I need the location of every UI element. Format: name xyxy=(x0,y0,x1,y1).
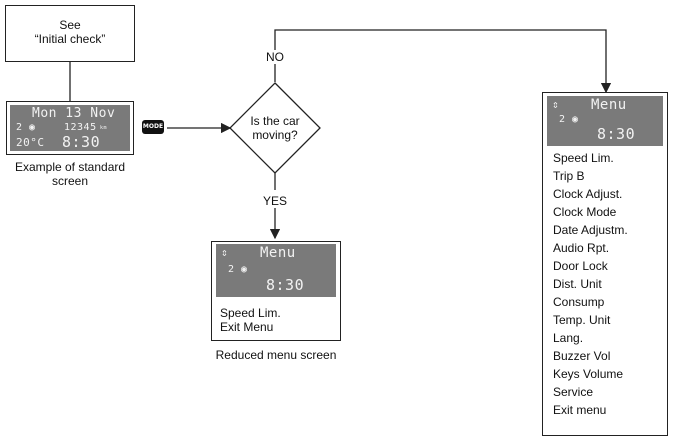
full-menu-icon: ⇕ xyxy=(552,98,560,111)
full-menu-display: ⇕ Menu 2 ◉ 8:30 xyxy=(547,96,663,146)
full-menu-time: 8:30 xyxy=(597,125,636,143)
full-menu-item[interactable]: Date Adjustm. xyxy=(553,223,628,237)
full-menu-item[interactable]: Speed Lim. xyxy=(553,151,614,165)
standard-date: Mon 13 Nov xyxy=(32,106,116,121)
full-menu-item[interactable]: Temp. Unit xyxy=(553,313,611,327)
standard-indicator: 2 ◉ xyxy=(16,122,36,133)
full-menu-item[interactable]: Door Lock xyxy=(553,259,608,273)
full-menu-item[interactable]: Consump xyxy=(553,295,605,309)
decision-question-line1: Is the car xyxy=(250,114,300,128)
reduced-menu-items: Speed Lim. Exit Menu xyxy=(220,306,281,334)
decision-yes-label: YES xyxy=(255,194,295,208)
reduced-menu-frame: ⇕ Menu 2 ◉ 8:30 Speed Lim. Exit Menu xyxy=(211,241,341,341)
full-menu-items: Speed Lim. Trip B Clock Adjust. Clock Mo… xyxy=(553,149,628,419)
reduced-menu-time: 8:30 xyxy=(266,276,305,294)
mode-button[interactable]: MODE xyxy=(142,120,164,134)
full-menu-indicator: 2 ◉ xyxy=(559,114,579,125)
full-menu-item[interactable]: Lang. xyxy=(553,331,584,345)
reduced-menu-caption: Reduced menu screen xyxy=(215,348,337,362)
decision-no-label: NO xyxy=(255,50,295,64)
reduced-menu-indicator: 2 ◉ xyxy=(228,264,248,275)
connector-no-branch xyxy=(274,29,612,94)
full-menu-item[interactable]: Keys Volume xyxy=(553,367,624,381)
standard-caption-line1: Example of standard xyxy=(14,160,126,174)
reduced-menu-title: Menu xyxy=(260,245,296,261)
reduced-menu-display: ⇕ Menu 2 ◉ 8:30 xyxy=(216,244,336,297)
full-menu-item[interactable]: Buzzer Vol xyxy=(553,349,611,363)
full-menu-item[interactable]: Clock Mode xyxy=(553,205,617,219)
standard-time: 8:30 xyxy=(62,133,101,151)
reduced-menu-item[interactable]: Speed Lim. xyxy=(220,306,281,320)
standard-temp: 20°C xyxy=(16,136,45,149)
initial-check-line2: “Initial check” xyxy=(34,32,106,46)
standard-screen-frame: Mon 13 Nov 2 ◉ 12345 km 20°C 8:30 xyxy=(6,101,134,155)
full-menu-item[interactable]: Service xyxy=(553,385,594,399)
full-menu-title: Menu xyxy=(591,97,627,113)
full-menu-frame: ⇕ Menu 2 ◉ 8:30 xyxy=(542,92,668,436)
initial-check-box: See “Initial check” xyxy=(5,5,135,62)
full-menu-item[interactable]: Audio Rpt. xyxy=(553,241,610,255)
reduced-menu-icon: ⇕ xyxy=(221,246,229,259)
full-menu-item[interactable]: Trip B xyxy=(553,169,585,183)
initial-check-line1: See xyxy=(59,18,81,32)
standard-caption-line2: screen xyxy=(51,174,89,188)
decision-diamond xyxy=(229,82,321,174)
decision-question-line2: moving? xyxy=(252,128,298,142)
full-menu-item[interactable]: Exit menu xyxy=(553,403,607,417)
full-menu-item[interactable]: Dist. Unit xyxy=(553,277,602,291)
standard-odometer: 12345 xyxy=(64,122,97,133)
reduced-menu-item[interactable]: Exit Menu xyxy=(220,320,274,334)
full-menu-item[interactable]: Clock Adjust. xyxy=(553,187,623,201)
standard-odometer-unit: km xyxy=(100,125,108,131)
standard-screen-display: Mon 13 Nov 2 ◉ 12345 km 20°C 8:30 xyxy=(10,105,130,151)
